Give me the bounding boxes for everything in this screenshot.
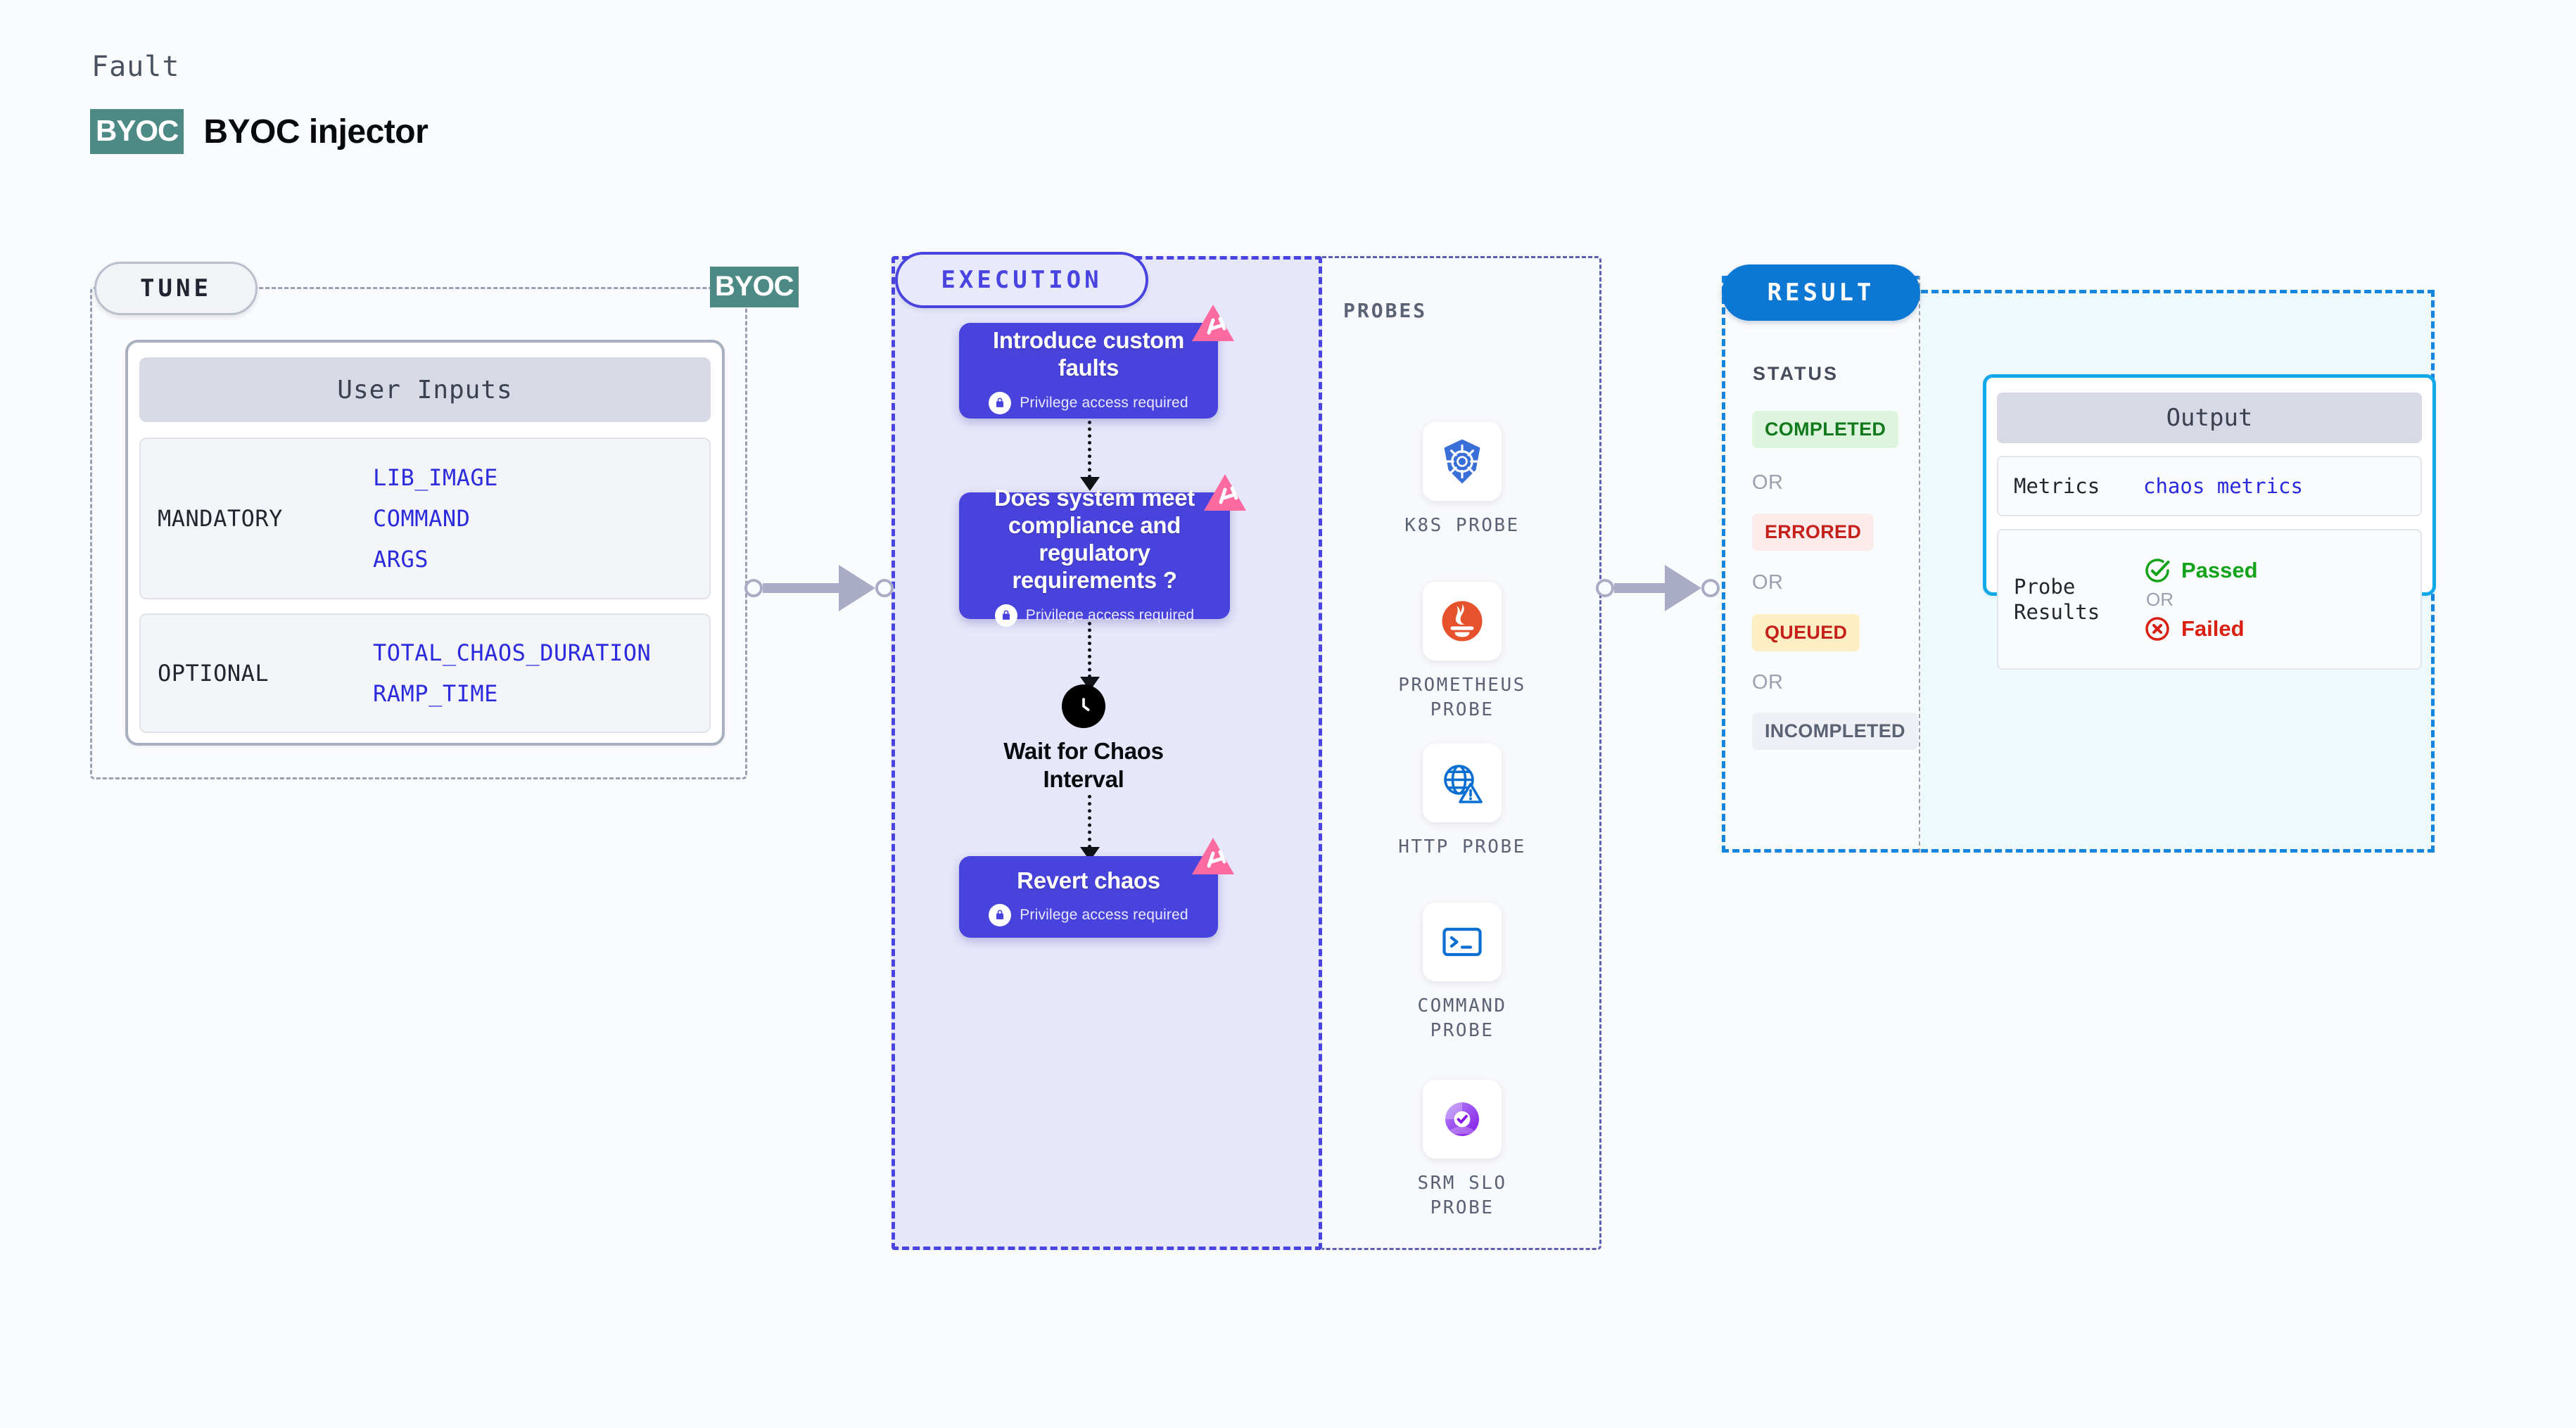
probe-result-passed: Passed xyxy=(2143,556,2258,585)
status-badge-completed: COMPLETED xyxy=(1752,411,1899,448)
probe-item-command[interactable]: COMMAND PROBE xyxy=(1385,903,1540,1043)
status-badge-errored: ERRORED xyxy=(1752,514,1874,551)
mandatory-label: MANDATORY xyxy=(158,505,283,532)
connector-bar xyxy=(763,583,840,593)
connector-arrowhead-icon xyxy=(1665,565,1701,611)
param-ramp-time[interactable]: RAMP_TIME xyxy=(373,680,498,707)
probe-label: HTTP PROBE xyxy=(1398,836,1526,858)
privilege-note: Privilege access required xyxy=(994,604,1195,627)
passed-label: Passed xyxy=(2181,557,2258,582)
flow-line-3 xyxy=(1088,795,1091,848)
result-output-divider xyxy=(1919,276,1921,853)
connector-start-dot xyxy=(744,579,763,597)
probe-item-prometheus[interactable]: PROMETHEUS PROBE xyxy=(1385,582,1540,722)
probe-label: COMMAND PROBE xyxy=(1417,995,1507,1042)
page-title: BYOC injector xyxy=(203,113,429,151)
probe-label: PROMETHEUS PROBE xyxy=(1398,675,1526,721)
tune-stage-pill[interactable]: TUNE xyxy=(94,262,258,315)
execution-node-introduce-custom-faults[interactable]: Introduce custom faults Privilege access… xyxy=(959,323,1218,419)
check-circle-icon xyxy=(2145,558,2170,582)
privilege-note-text: Privilege access required xyxy=(1025,606,1195,623)
status-or-2: OR xyxy=(1752,571,1784,594)
output-row-probe-results: Probe Results Passed OR Failed xyxy=(1997,529,2422,670)
clock-icon xyxy=(1062,684,1105,728)
status-or-3: OR xyxy=(1752,671,1784,694)
probes-section-label: PROBES xyxy=(1343,299,1428,322)
lock-icon xyxy=(989,391,1012,414)
harness-corner-icon xyxy=(1204,474,1246,511)
wait-for-chaos-interval-label: Wait for Chaos Interval xyxy=(1003,738,1164,792)
node-title: Does system meet compliance and regulato… xyxy=(994,485,1195,593)
status-badge-queued: QUEUED xyxy=(1752,614,1860,651)
execution-node-revert-chaos[interactable]: Revert chaos Privilege access required xyxy=(959,856,1218,938)
result-stage-pill[interactable]: RESULT xyxy=(1722,264,1920,321)
connector-bar xyxy=(1614,583,1666,593)
param-total-chaos-duration[interactable]: TOTAL_CHAOS_DURATION xyxy=(373,639,652,666)
probe-item-k8s[interactable]: K8S PROBE xyxy=(1385,422,1540,538)
probe-label: K8S PROBE xyxy=(1404,515,1520,536)
probe-item-srm-slo[interactable]: SRM SLO PROBE xyxy=(1385,1080,1540,1220)
privilege-note-text: Privilege access required xyxy=(1020,907,1188,924)
terminal-icon xyxy=(1423,903,1502,981)
status-section-label: STATUS xyxy=(1753,363,1839,384)
harness-corner-icon xyxy=(1192,838,1234,874)
param-lib-image[interactable]: LIB_IMAGE xyxy=(373,464,498,491)
node-title: Revert chaos xyxy=(1017,867,1160,893)
metrics-key: Metrics xyxy=(2014,473,2100,498)
result-group-boundary xyxy=(1722,276,1920,853)
optional-values: TOTAL_CHAOS_DURATION RAMP_TIME xyxy=(373,639,651,707)
failed-label: Failed xyxy=(2181,616,2245,641)
metrics-value-link[interactable]: chaos metrics xyxy=(2143,474,2303,498)
probe-label: SRM SLO PROBE xyxy=(1417,1173,1507,1219)
lock-icon xyxy=(989,904,1012,927)
privilege-note: Privilege access required xyxy=(989,391,1188,414)
page-eyebrow: Fault xyxy=(91,51,180,83)
x-circle-icon xyxy=(2145,616,2169,641)
optional-label: OPTIONAL xyxy=(158,660,269,687)
privilege-note: Privilege access required xyxy=(989,904,1188,927)
output-row-metrics: Metrics chaos metrics xyxy=(1997,456,2422,516)
probe-results-key: Probe Results xyxy=(2014,574,2100,624)
privilege-note-text: Privilege access required xyxy=(1020,394,1188,411)
connector-start-dot xyxy=(1596,579,1614,597)
tune-group-boundary xyxy=(90,287,747,779)
connector-arrowhead-icon xyxy=(839,565,875,611)
flow-line-1 xyxy=(1088,421,1091,478)
status-or-1: OR xyxy=(1752,471,1784,494)
output-card-title: Output xyxy=(1997,393,2422,443)
tune-byoc-edge-badge: BYOC xyxy=(710,267,799,307)
flow-arrow-1-icon xyxy=(1080,477,1100,491)
execution-stage-pill[interactable]: EXECUTION xyxy=(895,252,1148,308)
probe-results-values: Passed OR Failed xyxy=(2143,556,2258,643)
probe-result-or: OR xyxy=(2146,588,2174,610)
kubernetes-icon xyxy=(1423,422,1502,501)
byoc-badge: BYOC xyxy=(90,109,184,154)
optional-params-block: OPTIONAL TOTAL_CHAOS_DURATION RAMP_TIME xyxy=(139,613,711,733)
execution-node-compliance-check[interactable]: Does system meet compliance and regulato… xyxy=(959,485,1230,627)
user-inputs-header: User Inputs xyxy=(139,357,711,422)
connector-execution-to-result xyxy=(1596,565,1720,611)
connector-end-dot xyxy=(1701,579,1720,597)
flow-line-2 xyxy=(1088,622,1091,678)
node-title: Introduce custom faults xyxy=(992,327,1185,381)
prometheus-icon xyxy=(1423,582,1502,661)
param-args[interactable]: ARGS xyxy=(373,546,429,573)
status-badge-incompleted: INCOMPLETED xyxy=(1752,713,1918,750)
srm-slo-icon xyxy=(1423,1080,1502,1159)
mandatory-params-block: MANDATORY LIB_IMAGE COMMAND ARGS xyxy=(139,438,711,599)
probe-result-failed: Failed xyxy=(2143,615,2258,643)
http-globe-icon xyxy=(1423,744,1502,822)
execution-group-boundary xyxy=(892,256,1322,1250)
probe-item-http[interactable]: HTTP PROBE xyxy=(1385,744,1540,860)
page-title-row: BYOC BYOC injector xyxy=(90,109,429,154)
param-command[interactable]: COMMAND xyxy=(373,505,471,532)
connector-tune-to-execution xyxy=(744,565,894,611)
harness-corner-icon xyxy=(1192,305,1234,341)
mandatory-values: LIB_IMAGE COMMAND ARGS xyxy=(373,464,498,573)
connector-end-dot xyxy=(875,579,894,597)
lock-icon xyxy=(994,604,1017,627)
